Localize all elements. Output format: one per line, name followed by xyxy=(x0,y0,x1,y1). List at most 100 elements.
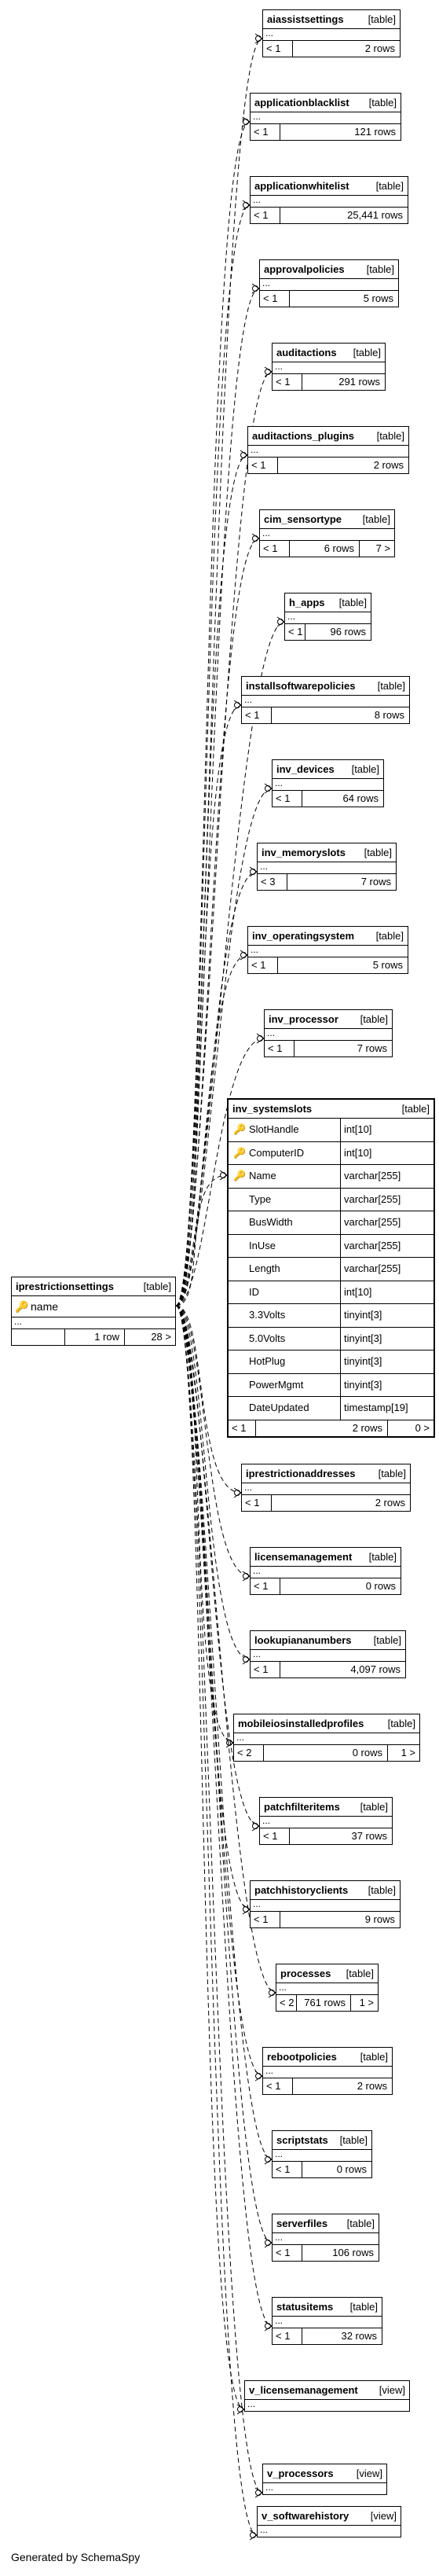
relation-end-marker xyxy=(234,702,240,708)
table-header: applicationwhitelist[table] xyxy=(251,177,408,196)
table-name[interactable]: v_processors xyxy=(267,2468,334,2479)
table-type: [table] xyxy=(368,97,397,108)
table-name[interactable]: iprestrictionsettings xyxy=(16,1281,114,1292)
relationship-line xyxy=(175,1305,242,1494)
table-box[interactable]: v_processors[view]... xyxy=(262,2464,387,2495)
table-name[interactable]: rebootpolicies xyxy=(267,2051,337,2063)
table-name[interactable]: v_licensemanagement xyxy=(249,2384,358,2396)
primary-key-icon: 🔑 xyxy=(233,1123,247,1135)
relation-end-marker xyxy=(240,952,247,958)
relationship-line xyxy=(175,454,248,1306)
more-columns: ... xyxy=(248,945,408,957)
table-name[interactable]: auditactions xyxy=(276,347,337,358)
table-name[interactable]: statusitems xyxy=(276,2301,334,2313)
column-name: BusWidth xyxy=(249,1216,293,1228)
table-name[interactable]: approvalpolicies xyxy=(264,263,345,275)
table-name[interactable]: aiassistsettings xyxy=(267,13,344,25)
more-columns: ... xyxy=(251,195,408,208)
row-count: 761 rows xyxy=(297,1995,351,2011)
table-name[interactable]: processes xyxy=(280,1968,331,1979)
table-name[interactable]: inv_devices xyxy=(276,763,335,775)
parents-count: < 1 xyxy=(260,541,290,557)
table-name[interactable]: inv_systemslots xyxy=(232,1103,313,1115)
table-type: [table] xyxy=(353,347,381,358)
table-box[interactable]: applicationwhitelist[table]...< 1 25,441 … xyxy=(250,176,408,224)
parents-count: < 3 xyxy=(258,874,287,890)
more-columns: ... xyxy=(260,1816,392,1828)
table-type: [table] xyxy=(364,847,392,858)
table-name[interactable]: auditactions_plugins xyxy=(252,430,355,442)
table-name[interactable]: v_softwarehistory xyxy=(262,2510,349,2522)
table-name[interactable]: applicationblacklist xyxy=(254,97,349,108)
more-columns: ... xyxy=(273,2316,382,2328)
table-type: [view] xyxy=(379,2384,405,2396)
relation-end-marker xyxy=(250,2532,256,2538)
table-type: [table] xyxy=(368,13,396,25)
children-count: 0 > xyxy=(415,1421,430,1434)
parents-count: < 1 xyxy=(251,208,280,223)
relationship-line xyxy=(175,1305,273,2243)
root-column-row: 🔑name xyxy=(12,1296,175,1317)
table-name[interactable]: h_apps xyxy=(289,597,325,608)
row-count: 291 rows xyxy=(338,376,380,388)
table-name[interactable]: installsoftwarepolicies xyxy=(246,680,356,692)
table-name[interactable]: patchhistoryclients xyxy=(254,1884,349,1896)
row-count: 5 rows xyxy=(363,292,393,304)
table-header: inv_processor[table] xyxy=(265,1010,392,1029)
row-count: 0 rows xyxy=(365,1580,396,1592)
table-name[interactable]: lookupiananumbers xyxy=(254,1634,352,1646)
column-name: 3.3Volts xyxy=(249,1309,286,1321)
parents-count: < 1 xyxy=(242,1495,272,1511)
root-table[interactable]: iprestrictionsettings [table] 🔑name ... … xyxy=(11,1277,176,1346)
table-box[interactable]: v_licensemanagement[view]... xyxy=(244,2380,410,2412)
row-count: 2 rows xyxy=(373,459,404,471)
table-name[interactable]: scriptstats xyxy=(276,2134,328,2146)
table-name[interactable]: cim_sensortype xyxy=(264,513,342,525)
table-name[interactable]: serverfiles xyxy=(276,2218,328,2229)
table-name[interactable]: applicationwhitelist xyxy=(254,180,349,192)
column-name: Length xyxy=(249,1262,280,1274)
table-name[interactable]: inv_operatingsystem xyxy=(252,930,355,942)
more-columns: ... xyxy=(285,612,371,624)
table-name[interactable]: licensemanagement xyxy=(254,1551,353,1563)
table-name[interactable]: inv_processor xyxy=(269,1013,338,1025)
row-count: 25,441 rows xyxy=(347,209,403,221)
relation-end-marker xyxy=(240,452,247,458)
column-name: PowerMgmt xyxy=(249,1378,304,1391)
table-name[interactable]: mobileiosinstalledprofiles xyxy=(238,1718,364,1729)
table-name[interactable]: patchfilteritems xyxy=(264,1801,340,1813)
table-box[interactable]: v_softwarehistory[view]... xyxy=(257,2506,401,2537)
table-name[interactable]: iprestrictionaddresses xyxy=(246,1468,356,1479)
table-name[interactable]: inv_memoryslots xyxy=(262,847,346,858)
column-name-cell: Type xyxy=(229,1188,341,1211)
parents-count: < 1 xyxy=(273,374,302,390)
relation-end-marker xyxy=(243,119,249,125)
